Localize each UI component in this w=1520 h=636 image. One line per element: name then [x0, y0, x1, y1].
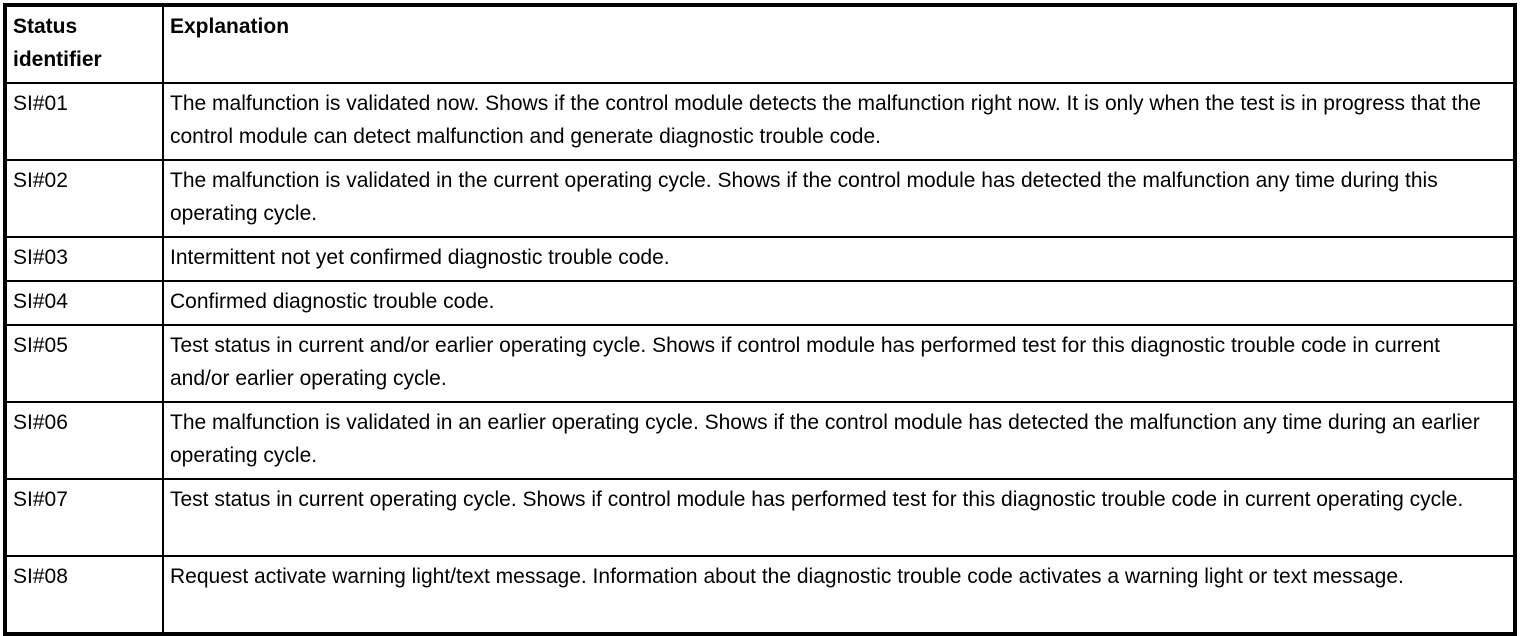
status-identifier-header: Status identifier — [4, 4, 164, 84]
table-row: SI#07 Test status in current operating c… — [4, 478, 1516, 557]
explanation-cell: The malfunction is validated now. Shows … — [162, 82, 1516, 161]
table-row: SI#02 The malfunction is validated in th… — [4, 159, 1516, 238]
status-identifier-cell: SI#01 — [4, 82, 164, 161]
status-identifier-cell: SI#05 — [4, 324, 164, 403]
explanation-cell: The malfunction is validated in an earli… — [162, 401, 1516, 480]
table-row: SI#01 The malfunction is validated now. … — [4, 82, 1516, 161]
explanation-cell: Test status in current operating cycle. … — [162, 478, 1516, 557]
explanation-cell: Intermittent not yet confirmed diagnosti… — [162, 236, 1516, 282]
status-identifier-cell: SI#08 — [4, 555, 164, 635]
explanation-cell: The malfunction is validated in the curr… — [162, 159, 1516, 238]
table-row: SI#04 Confirmed diagnostic trouble code. — [4, 280, 1516, 326]
table-row: SI#05 Test status in current and/or earl… — [4, 324, 1516, 403]
table-row: SI#06 The malfunction is validated in an… — [4, 401, 1516, 480]
table-row: SI#03 Intermittent not yet confirmed dia… — [4, 236, 1516, 282]
status-identifier-cell: SI#02 — [4, 159, 164, 238]
explanation-cell: Confirmed diagnostic trouble code. — [162, 280, 1516, 326]
table-header-row: Status identifier Explanation — [4, 4, 1516, 84]
status-identifier-cell: SI#07 — [4, 478, 164, 557]
status-identifier-cell: SI#03 — [4, 236, 164, 282]
explanation-cell: Request activate warning light/text mess… — [162, 555, 1516, 635]
explanation-cell: Test status in current and/or earlier op… — [162, 324, 1516, 403]
table-row: SI#08 Request activate warning light/tex… — [4, 555, 1516, 635]
status-identifier-table: Status identifier Explanation SI#01 The … — [3, 3, 1517, 636]
explanation-header: Explanation — [162, 4, 1516, 84]
document-page: Status identifier Explanation SI#01 The … — [3, 3, 1517, 636]
status-identifier-cell: SI#06 — [4, 401, 164, 480]
status-identifier-cell: SI#04 — [4, 280, 164, 326]
